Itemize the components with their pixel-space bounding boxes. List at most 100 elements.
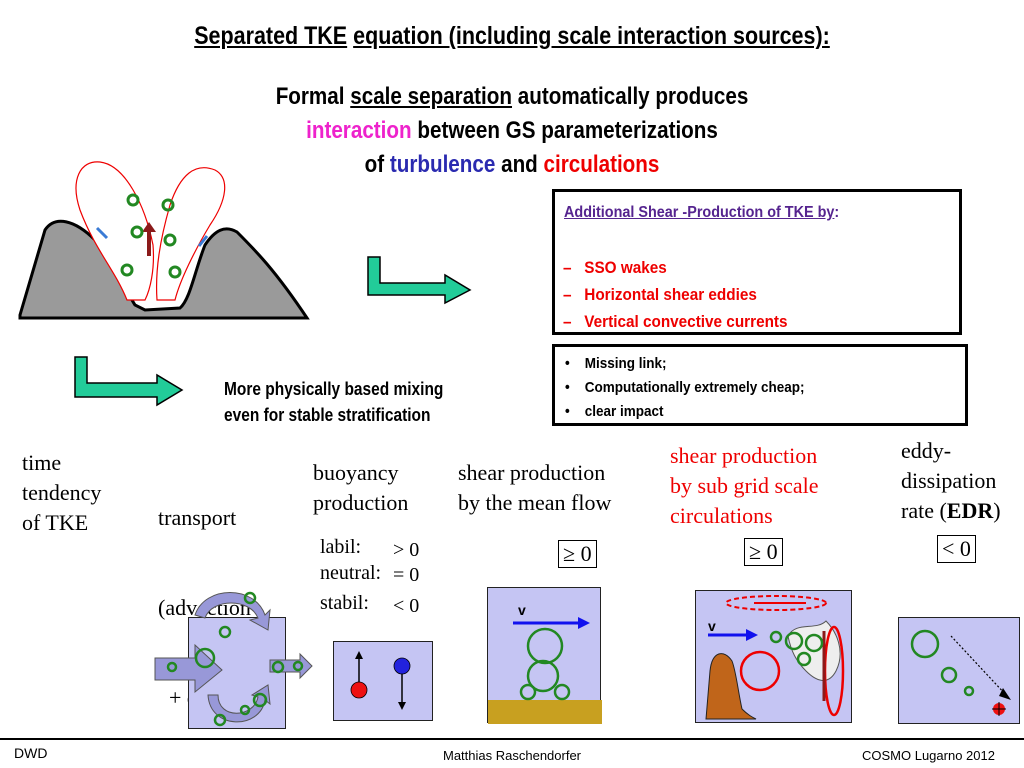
mean-flow-arrow-head bbox=[578, 617, 590, 629]
stability-stabil-sign: < 0 bbox=[393, 595, 420, 617]
horizontal-eddy-ellipse bbox=[725, 595, 827, 611]
stability-labil-sign: > 0 bbox=[393, 539, 420, 561]
shear-mean-diagram: v bbox=[488, 602, 602, 724]
cascade-eddies bbox=[910, 629, 975, 697]
term-shear-sgs: shear production by sub grid scale circu… bbox=[670, 441, 818, 531]
heat-marker bbox=[992, 702, 1006, 716]
left-wind-arrow bbox=[95, 226, 109, 240]
subtitle-text: Formal bbox=[275, 83, 351, 110]
term-line: rate (EDR) bbox=[901, 496, 1001, 526]
benefit-label: Missing link; bbox=[584, 355, 667, 372]
shear-mean-panel: v bbox=[487, 587, 602, 724]
shear-sgs-diagram: v bbox=[705, 595, 845, 720]
mixing-text: More physically based mixing even for st… bbox=[224, 376, 443, 428]
velocity-label: v bbox=[708, 618, 716, 634]
buoyancy-diagram bbox=[350, 651, 411, 710]
shear-box-header: Additional Shear -Production of TKE by: bbox=[564, 204, 839, 222]
slide-title: Separated TKE equation (including scale … bbox=[72, 22, 953, 51]
benefit-item: • Computationally extremely cheap; bbox=[565, 379, 805, 396]
term-line: dissipation bbox=[901, 468, 997, 493]
footer-author: Matthias Raschendorfer bbox=[443, 748, 582, 763]
subtitle-text: automatically produces bbox=[512, 83, 749, 110]
subtitle-turbulence: turbulence bbox=[389, 151, 496, 178]
updraft-arrow bbox=[147, 230, 151, 256]
title-part1: Separated TKE bbox=[194, 22, 348, 50]
transport-eddies bbox=[166, 591, 304, 727]
sgs-eddies bbox=[769, 630, 824, 667]
bullet: • bbox=[565, 379, 570, 396]
shear-item-label: SSO wakes bbox=[584, 258, 667, 277]
stability-neutral-sign: = 0 bbox=[393, 564, 420, 586]
cascade-arrow-head bbox=[999, 688, 1011, 700]
right-wind-arrow bbox=[197, 235, 209, 247]
term-line: production bbox=[313, 490, 409, 515]
term-line: by sub grid scale bbox=[670, 473, 819, 498]
dash-bullet: – bbox=[563, 258, 572, 277]
arrow-to-shear-box bbox=[367, 256, 472, 305]
ground-layer bbox=[488, 700, 602, 724]
term-line: shear production bbox=[670, 443, 818, 468]
mixing-line1: More physically based mixing bbox=[224, 379, 444, 399]
mountain-shape bbox=[18, 219, 310, 320]
term-time-tendency: time tendency of TKE bbox=[22, 448, 101, 538]
footer-divider bbox=[0, 738, 1024, 740]
term-line: time bbox=[22, 450, 62, 475]
subtitle-line3: of turbulence and circulations bbox=[72, 148, 953, 182]
subtitle-interaction: interaction bbox=[306, 117, 412, 144]
subtitle-line1: Formal scale separation automatically pr… bbox=[72, 80, 953, 114]
eddy-group bbox=[120, 193, 182, 279]
sign-box-shear-mean: ≥ 0 bbox=[558, 540, 597, 568]
term-shear-mean: shear production by the mean flow bbox=[458, 458, 611, 518]
shear-item-label: Horizontal shear eddies bbox=[584, 285, 757, 304]
arrow-to-mixing-text bbox=[74, 356, 184, 407]
bullet: • bbox=[565, 355, 570, 372]
footer-organization: DWD bbox=[14, 745, 48, 761]
wake-eddy bbox=[739, 650, 781, 692]
term-text: rate ( bbox=[901, 498, 947, 523]
transport-diagram bbox=[154, 591, 313, 727]
subtitle-scale-separation: scale separation bbox=[350, 83, 513, 110]
term-line: shear production bbox=[458, 460, 606, 485]
stability-stabil-label: stabil: bbox=[320, 592, 369, 614]
benefit-item: • Missing link; bbox=[565, 355, 667, 372]
shear-box-header-text: Additional Shear -Production of TKE by bbox=[564, 204, 835, 221]
warm-parcel bbox=[350, 681, 368, 699]
shear-item: – SSO wakes bbox=[563, 258, 667, 278]
term-line: tendency bbox=[22, 480, 102, 505]
title-part2: equation (including scale interaction so… bbox=[353, 22, 830, 50]
buoyancy-panel bbox=[333, 641, 433, 721]
subtitle-line2: interaction between GS parameterizations bbox=[72, 114, 953, 148]
term-text: ) bbox=[993, 498, 1001, 523]
dash-bullet: – bbox=[563, 312, 572, 331]
stability-labil-label: labil: bbox=[320, 536, 362, 558]
dissipation-panel bbox=[898, 617, 1020, 724]
flow-arrow-head bbox=[746, 629, 758, 641]
subtitle-circulations: circulations bbox=[543, 151, 660, 178]
footer-event: COSMO Lugarno 2012 bbox=[862, 748, 995, 763]
sign-box-dissipation: < 0 bbox=[937, 535, 976, 563]
circulation-arrow-top bbox=[194, 592, 271, 631]
shear-eddies bbox=[519, 627, 571, 701]
mixing-line2: even for stable stratification bbox=[224, 405, 431, 425]
term-line: eddy- bbox=[901, 438, 952, 463]
mountain-sgs bbox=[705, 653, 757, 720]
shear-sgs-panel: v bbox=[695, 590, 852, 723]
benefit-label: clear impact bbox=[584, 403, 664, 420]
shear-item: – Horizontal shear eddies bbox=[563, 285, 757, 305]
updraft-arrow-head bbox=[142, 222, 156, 232]
stability-neutral-label: neutral: bbox=[320, 562, 382, 584]
subtitle-text: between GS parameterizations bbox=[411, 117, 718, 144]
velocity-label: v bbox=[518, 602, 526, 618]
term-line: transport bbox=[158, 505, 237, 530]
dissipation-diagram bbox=[910, 629, 1011, 716]
mountain-valley-illustration bbox=[18, 161, 310, 320]
term-line: circulations bbox=[670, 503, 773, 528]
advection-arrow-out bbox=[269, 652, 313, 680]
term-dissipation: eddy- dissipation rate (EDR) bbox=[901, 436, 1001, 526]
shear-item-label: Vertical convective currents bbox=[584, 312, 788, 331]
term-line: buoyancy bbox=[313, 460, 399, 485]
sign-box-shear-sgs: ≥ 0 bbox=[744, 538, 783, 566]
shear-box-header-colon: : bbox=[834, 204, 840, 221]
up-arrow-head bbox=[355, 651, 363, 659]
edr-label: EDR bbox=[946, 498, 994, 523]
